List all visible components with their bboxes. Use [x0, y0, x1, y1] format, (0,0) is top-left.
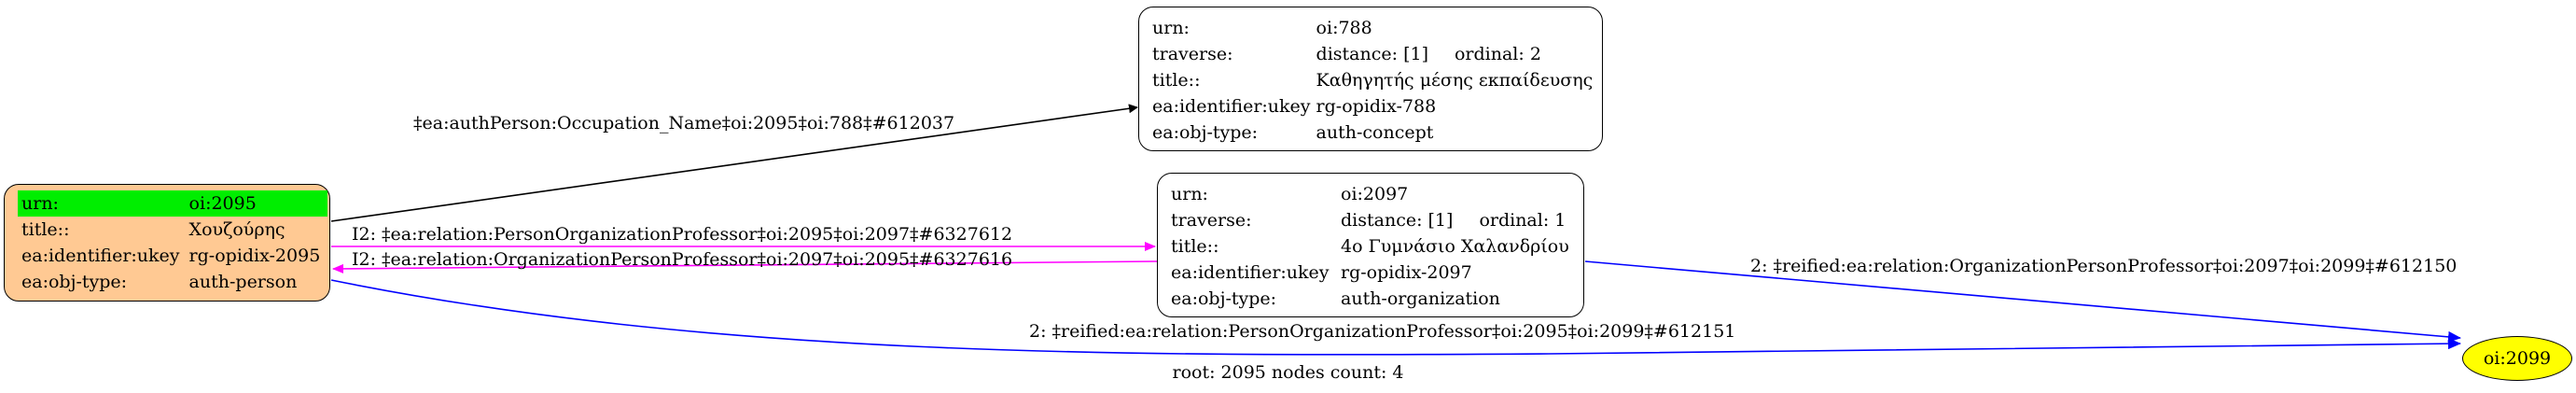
node-row-obj-type: ea:obj-type: auth-person	[18, 269, 327, 295]
row-value: auth-organization	[1341, 288, 1500, 309]
traverse-distance: distance: [1]	[1316, 44, 1428, 64]
row-value: oi:788	[1316, 18, 1372, 38]
node-row-obj-type: ea:obj-type: auth-organization	[1171, 286, 1569, 312]
traverse-ordinal: ordinal: 1	[1479, 210, 1566, 231]
row-key: ea:obj-type:	[1152, 122, 1259, 143]
row-key: ea:identifier:ukey	[1171, 262, 1330, 283]
node-row-ukey: ea:identifier:ukey rg-opidix-2095	[18, 243, 327, 269]
node-oi-2095[interactable]: urn: oi:2095 title:: Χουζούρης ea:identi…	[4, 184, 330, 302]
node-row-traverse: traverse: distance: [1] ordinal: 1	[1171, 207, 1569, 233]
node-row-urn: urn: oi:788	[1152, 15, 1593, 41]
row-value: auth-concept	[1316, 122, 1434, 143]
node-oi-788[interactable]: urn: oi:788 traverse: distance: [1] ordin…	[1138, 7, 1603, 151]
row-key: urn:	[18, 190, 186, 217]
row-value: oi:2097	[1341, 184, 1409, 204]
row-key: ea:obj-type:	[1171, 288, 1277, 309]
row-key: ea:identifier:ukey	[1152, 96, 1311, 117]
node-row-ukey: ea:identifier:ukey rg-opidix-788	[1152, 93, 1593, 119]
row-value: rg-opidix-2095	[188, 246, 321, 266]
row-value: rg-opidix-2097	[1341, 262, 1472, 283]
row-value: rg-opidix-788	[1316, 96, 1437, 117]
traverse-ordinal: ordinal: 2	[1454, 44, 1541, 64]
edge-line-occupation	[330, 104, 1138, 222]
edge-line-org-2099	[1584, 260, 2461, 343]
node-row-obj-type: ea:obj-type: auth-concept	[1152, 119, 1593, 146]
edge-line-org-person	[332, 260, 1158, 274]
row-key: urn:	[1171, 184, 1208, 204]
row-key: ea:identifier:ukey	[21, 246, 180, 266]
row-key: traverse:	[1171, 210, 1252, 231]
node-row-traverse: traverse: distance: [1] ordinal: 2	[1152, 41, 1593, 67]
edge-label-occupation: ‡ea:authPerson:Occupation_Name‡oi:2095‡o…	[413, 113, 954, 133]
edge-label-person-org: I2: ‡ea:relation:PersonOrganizationProfe…	[352, 224, 1012, 245]
edge-line-person-2099	[330, 279, 2461, 356]
node-row-title: title:: Χουζούρης	[18, 217, 327, 243]
row-key: ea:obj-type:	[21, 272, 128, 292]
node-row-urn: urn: oi:2097	[1171, 181, 1569, 207]
traverse-distance: distance: [1]	[1341, 210, 1454, 231]
row-value: auth-person	[188, 272, 298, 292]
node-oi-2097[interactable]: urn: oi:2097 traverse: distance: [1] ordi…	[1157, 173, 1584, 317]
row-key: traverse:	[1152, 44, 1233, 64]
row-value: Καθηγητής μέσης εκπαίδευσης	[1316, 70, 1594, 91]
node-table: urn: oi:788 traverse: distance: [1] ordin…	[1152, 15, 1593, 146]
node-row-urn: urn: oi:2095	[18, 190, 328, 217]
edge-label-org-2099: 2: ‡reified:ea:relation:OrganizationPers…	[1750, 256, 2457, 276]
row-value: Χουζούρης	[188, 219, 285, 240]
edge-label-org-person: I2: ‡ea:relation:OrganizationPersonProfe…	[352, 249, 1012, 270]
node-table: urn: oi:2095 title:: Χουζούρης ea:identi…	[18, 190, 328, 295]
row-key: urn:	[1152, 18, 1190, 38]
row-key: title::	[1171, 236, 1219, 257]
row-value: distance: [1] ordinal: 1	[1341, 207, 1569, 233]
row-value: distance: [1] ordinal: 2	[1316, 41, 1594, 67]
node-row-ukey: ea:identifier:ukey rg-opidix-2097	[1171, 260, 1569, 286]
node-oi-2099[interactable]: oi:2099	[2462, 336, 2572, 381]
graph-footer: root: 2095 nodes count: 4	[1172, 362, 1404, 383]
row-value: oi:2095	[185, 190, 328, 217]
node-row-title: title:: Καθηγητής μέσης εκπαίδευσης	[1152, 67, 1593, 93]
row-key: title::	[21, 219, 70, 240]
node-row-title: title:: 4ο Γυμνάσιο Χαλανδρίου	[1171, 233, 1569, 260]
row-key: title::	[1152, 70, 1201, 91]
edge-label-person-2099: 2: ‡reified:ea:relation:PersonOrganizati…	[1029, 321, 1735, 342]
row-value: 4ο Γυμνάσιο Χαλανδρίου	[1341, 236, 1569, 257]
node-table: urn: oi:2097 traverse: distance: [1] ordi…	[1171, 181, 1569, 312]
